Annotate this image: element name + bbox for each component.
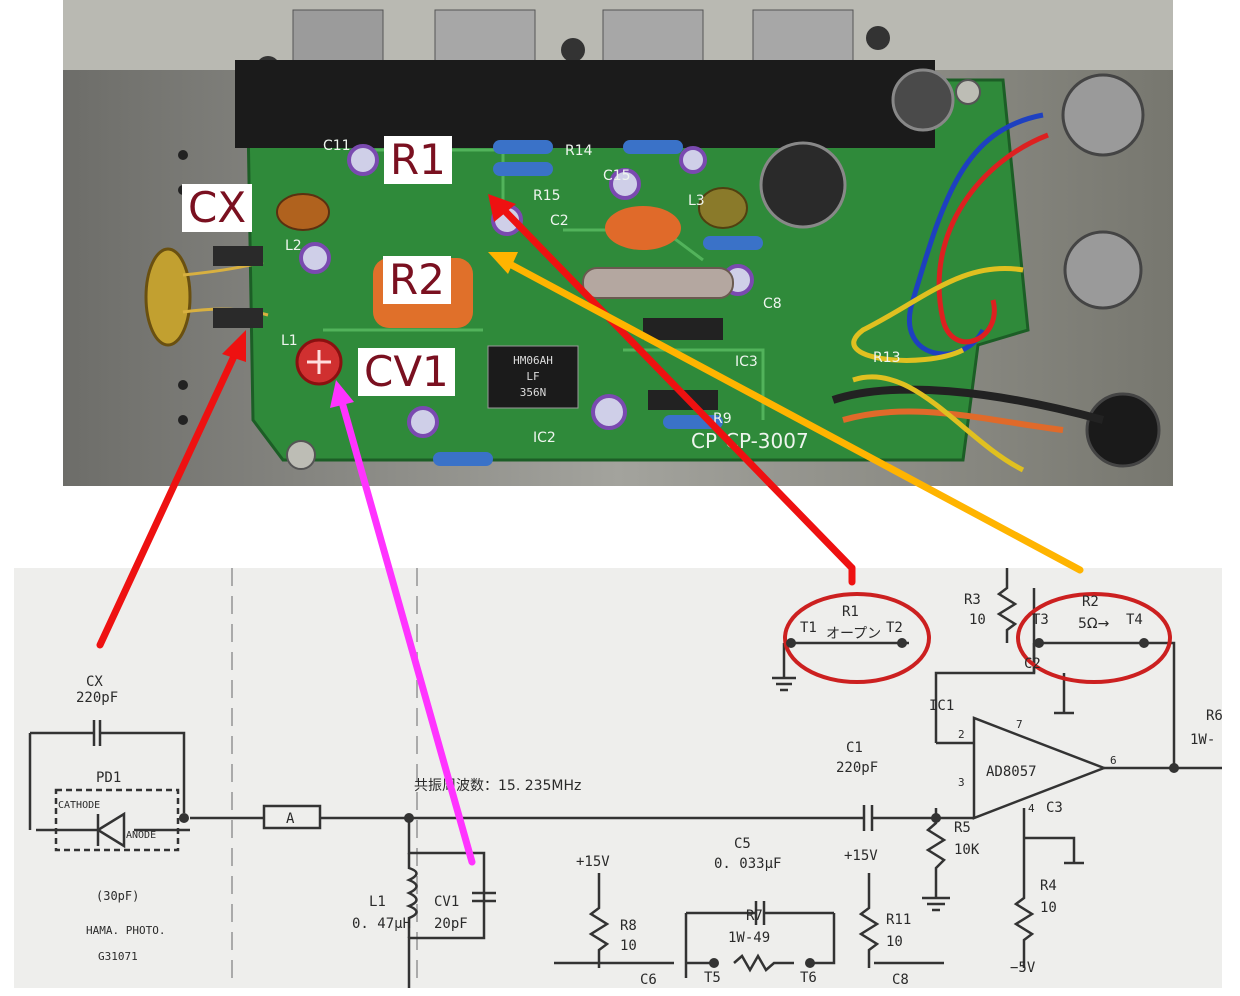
sch-r1-value: オープン [826, 626, 881, 642]
silk-l3: L3 [688, 193, 705, 209]
silk-c2: C2 [550, 213, 569, 229]
sch-r3-value: 10 [969, 612, 986, 628]
sch-pd1-maker: HAMA. PHOTO. [86, 924, 165, 937]
sch-ic1-pin4: 4 [1028, 802, 1035, 815]
sch-ic1-name: IC1 [929, 698, 954, 714]
sch-r3-name: R3 [964, 592, 981, 608]
sch-block-a: A [286, 811, 295, 827]
sch-ic1-pin6: 6 [1110, 754, 1117, 767]
sch-r5-name: R5 [954, 820, 971, 836]
sch-t6: T6 [800, 970, 817, 986]
sch-r6-name: R6 [1206, 708, 1222, 724]
sch-plus15v-a: +15V [576, 854, 610, 870]
sch-r4-name: R4 [1040, 878, 1057, 894]
silk-ic3: IC3 [735, 354, 758, 370]
sch-c2-name: C2 [1024, 656, 1041, 672]
sch-r1-t1: T1 [800, 620, 817, 636]
sch-cx-name: CX [86, 674, 103, 690]
schematic-photo: CX 220pF PD1 CATHODE ANODE (30pF) HAMA. … [14, 568, 1222, 988]
sch-r2-t3: T3 [1032, 612, 1049, 628]
sch-r7-value: 1W-49 [728, 930, 770, 946]
silk-cp-logo: CP [691, 429, 717, 453]
pcb-illustration: HM06AH LF 356N R14 R15 [63, 0, 1173, 486]
label-r2: R2 [383, 256, 451, 304]
sch-l1-value: 0. 47μH [352, 916, 411, 932]
silk-c15: C15 [603, 168, 631, 184]
label-cv1: CV1 [358, 348, 455, 396]
sch-ic1-pin7: 7 [1016, 718, 1023, 731]
sch-ic1-pin3: 3 [958, 776, 965, 789]
sch-r6-value: 1W- [1190, 732, 1215, 748]
sch-c8-name: C8 [892, 972, 909, 988]
sch-ic1-pin2: 2 [958, 728, 965, 741]
sch-r1-name: R1 [842, 604, 859, 620]
label-r1: R1 [384, 136, 452, 184]
silk-r13: R13 [873, 350, 901, 366]
sch-c3-name: C3 [1046, 800, 1063, 816]
silk-l2: L2 [285, 238, 302, 254]
sch-r7-name: R7 [746, 908, 763, 924]
silk-c8: C8 [763, 296, 782, 312]
sch-r5-value: 10K [954, 842, 980, 858]
silk-c11: C11 [323, 138, 351, 154]
schematic-drawing: CX 220pF PD1 CATHODE ANODE (30pF) HAMA. … [28, 568, 1222, 988]
sch-r1-t2: T2 [886, 620, 903, 636]
sch-c5-value: 0. 033μF [714, 856, 781, 872]
sch-c1-name: C1 [846, 740, 863, 756]
sch-t5: T5 [704, 970, 721, 986]
silk-r9: R9 [713, 411, 732, 427]
sch-c5-name: C5 [734, 836, 751, 852]
chip-marking-2: LF [526, 370, 539, 383]
sch-pd1-cathode: CATHODE [58, 800, 100, 811]
sch-plus15v-b: +15V [844, 848, 878, 864]
silk-model: CP-3007 [725, 429, 809, 453]
sch-cv1-value: 20pF [434, 916, 468, 932]
sch-resonance: 共振周波数：15. 235MHz [414, 778, 581, 794]
chip-marking-3: 356N [520, 386, 547, 399]
sch-r2-t4: T4 [1126, 612, 1143, 628]
sch-r8-value: 10 [620, 938, 637, 954]
sch-r4-value: 10 [1040, 900, 1057, 916]
sch-r2-name: R2 [1082, 594, 1099, 610]
sch-pd1-part: G31071 [98, 950, 138, 963]
label-cx: CX [182, 184, 253, 232]
silk-r14: R14 [565, 143, 593, 159]
sch-c6-name: C6 [640, 972, 657, 988]
sch-r11-name: R11 [886, 912, 911, 928]
sch-ic1-part: AD8057 [986, 764, 1037, 780]
silk-l1: L1 [281, 333, 298, 349]
silk-r15: R15 [533, 188, 561, 204]
sch-r8-name: R8 [620, 918, 637, 934]
chip-marking-1: HM06AH [513, 354, 553, 367]
sch-pd1-capacitance: (30pF) [96, 889, 139, 903]
sch-pd1-anode: ANODE [126, 830, 156, 841]
sch-l1-name: L1 [369, 894, 386, 910]
sch-cv1-name: CV1 [434, 894, 459, 910]
sch-r11-value: 10 [886, 934, 903, 950]
sch-cx-value: 220pF [76, 690, 118, 706]
silk-ic2: IC2 [533, 430, 556, 446]
sch-r2-value: 5Ω→ [1078, 616, 1110, 632]
sch-neg5v: −5V [1010, 960, 1036, 976]
sch-c1-value: 220pF [836, 760, 878, 776]
sch-pd1-name: PD1 [96, 770, 121, 786]
pcb-photo: HM06AH LF 356N R14 R15 [63, 0, 1173, 486]
